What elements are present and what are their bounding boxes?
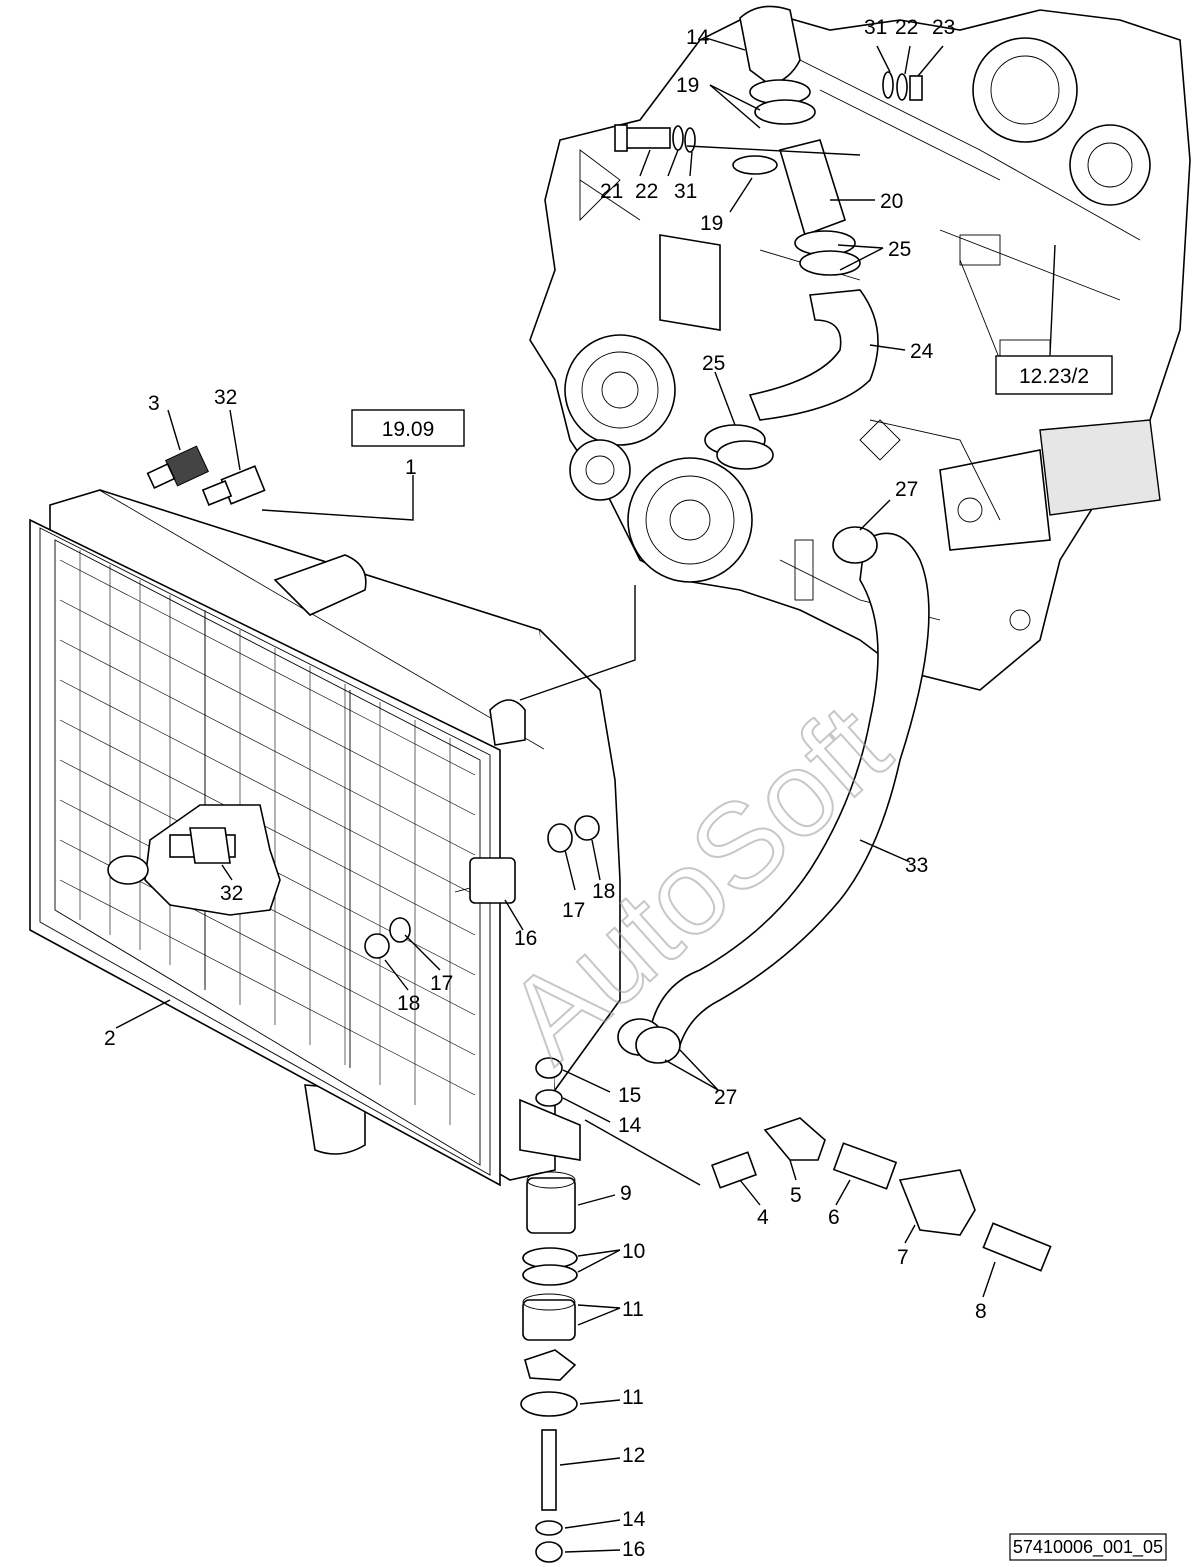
callout-25: 25	[888, 238, 911, 261]
callout-3: 3	[148, 392, 160, 415]
callout-27: 27	[714, 1086, 737, 1109]
callout-16: 17	[430, 972, 453, 995]
drain-fittings	[711, 1117, 1052, 1272]
callout-27: 27	[895, 478, 918, 501]
callout-22: 22	[895, 16, 918, 39]
callout-5: 5	[790, 1184, 802, 1207]
detail-inset-32	[107, 804, 281, 916]
callout-25: 25	[702, 352, 725, 375]
callout-11: 11	[622, 1298, 644, 1321]
callout-21: 21	[600, 180, 623, 203]
drawing-number: 57410006_001_05	[1013, 1537, 1163, 1558]
callout-23: 23	[932, 16, 955, 39]
callout-6: 6	[828, 1206, 840, 1229]
callout-17: 18	[397, 992, 420, 1015]
ref-box-12-23-2: 12.23/2	[995, 355, 1113, 395]
upper-hose-assembly	[614, 5, 923, 470]
callout-15: 16	[514, 927, 537, 950]
drawing-number-box: 57410006_001_05	[1009, 1533, 1167, 1561]
radiator-assembly	[29, 489, 621, 1187]
callout-14: 16	[622, 1538, 645, 1561]
callout-2: 2	[104, 1027, 116, 1050]
callout-32: 32	[214, 386, 237, 409]
callout-22: 22	[635, 180, 658, 203]
callout-31: 31	[674, 180, 697, 203]
callout-19: 19	[700, 212, 723, 235]
callout-8: 8	[975, 1300, 987, 1323]
callout-17: 18	[592, 880, 615, 903]
callout-11: 11	[622, 1386, 644, 1409]
leader-lines	[115, 37, 1056, 1553]
callout-19: 19	[676, 74, 699, 97]
ref-box-19-09: 19.09	[351, 409, 465, 447]
callout-13: 14	[622, 1508, 646, 1531]
callout-9: 9	[620, 1182, 632, 1205]
ref-box-12-23-2-text: 12.23/2	[1019, 365, 1089, 388]
fitting-32	[201, 465, 266, 506]
callout-7: 7	[897, 1246, 909, 1269]
callout-1: 1	[405, 456, 417, 479]
lower-hose-33	[617, 526, 930, 1064]
callout-12: 12	[622, 1444, 645, 1467]
callout-4: 4	[757, 1206, 769, 1229]
callout-24: 24	[910, 340, 934, 363]
callout-10: 10	[622, 1240, 645, 1263]
sensor-3	[146, 445, 209, 489]
callout-labels: 14 19 19 20 21 22 22 23 24 25 25 27 27 3…	[104, 16, 987, 1561]
mount-parts-upper	[364, 815, 600, 959]
callout-32: 32	[220, 882, 243, 905]
callout-31: 31	[864, 16, 887, 39]
ref-box-19-09-text: 19.09	[382, 418, 435, 441]
callout-13: 14	[618, 1114, 642, 1137]
mount-stack	[519, 1057, 581, 1563]
callout-18: 14	[686, 26, 710, 49]
callout-33: 33	[905, 854, 928, 877]
callout-14: 15	[618, 1084, 641, 1107]
callout-20: 20	[880, 190, 903, 213]
callout-16: 17	[562, 899, 585, 922]
